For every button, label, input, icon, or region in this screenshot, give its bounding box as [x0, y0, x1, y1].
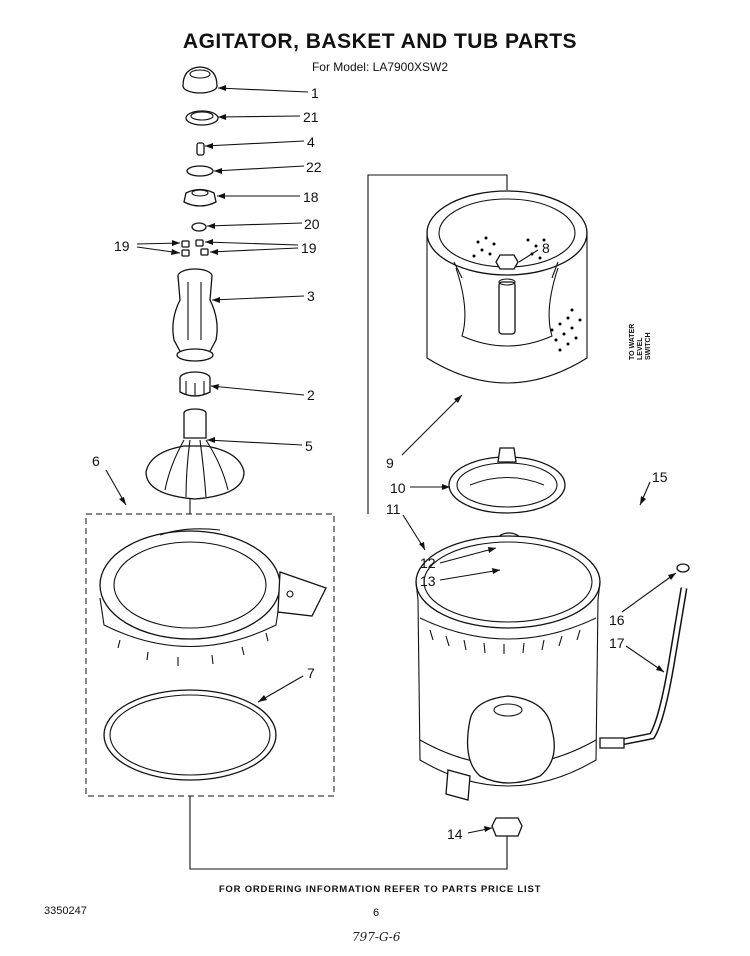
page-title: AGITATOR, BASKET AND TUB PARTS — [182, 30, 578, 53]
part-17-drain-hose[interactable] — [599, 587, 688, 749]
callout-20: 20 — [304, 216, 320, 232]
part-22-seal-ring[interactable] — [186, 165, 214, 177]
basket-connector-line — [367, 174, 508, 514]
part-14-drive-nut[interactable] — [491, 817, 523, 837]
callout-8: 8 — [542, 240, 550, 256]
callout-12: 12 — [420, 555, 436, 571]
callout-4: 4 — [307, 134, 315, 150]
part-6-tub-ring[interactable] — [99, 528, 327, 666]
callout-14: 14 — [447, 826, 463, 842]
callout-19-left: 19 — [114, 238, 130, 254]
page-number: 6 — [373, 907, 380, 919]
center-connector-line — [189, 796, 508, 870]
ordering-note: FOR ORDERING INFORMATION REFER TO PARTS … — [218, 884, 542, 895]
callout-6: 6 — [92, 453, 100, 469]
part-21-ring[interactable] — [185, 110, 219, 126]
callout-19-right: 19 — [301, 240, 317, 256]
part-5-agitator-base[interactable] — [145, 408, 245, 500]
callout-11: 11 — [386, 501, 401, 517]
callout-10: 10 — [390, 480, 406, 496]
callout-leaders — [105, 85, 677, 834]
callout-7: 7 — [307, 665, 315, 681]
callout-5: 5 — [305, 438, 313, 454]
part-11-tub[interactable] — [415, 535, 601, 801]
document-number: 3350247 — [44, 905, 87, 917]
callout-15: 15 — [652, 469, 668, 485]
part-10-hub[interactable] — [448, 447, 566, 514]
callout-17: 17 — [609, 635, 625, 651]
callout-18: 18 — [303, 189, 319, 205]
part-7-ring-seal[interactable] — [103, 689, 277, 781]
part-16-clamp[interactable] — [676, 563, 690, 573]
callout-2: 2 — [307, 387, 315, 403]
callout-22: 22 — [306, 159, 322, 175]
assembly-box-6-7 — [85, 513, 335, 797]
part-19-dogs[interactable] — [181, 239, 209, 257]
callout-13: 13 — [420, 573, 436, 589]
part-8-basket-nut[interactable] — [495, 254, 519, 270]
callout-21: 21 — [303, 109, 319, 125]
callout-1: 1 — [311, 85, 319, 101]
part-15-pressure-hose[interactable] — [624, 424, 639, 586]
callout-16: 16 — [609, 612, 625, 628]
callout-9: 9 — [386, 455, 394, 471]
part-3-agitator[interactable] — [172, 268, 218, 362]
basket-perforations — [472, 236, 582, 352]
part-20-washer[interactable] — [191, 222, 207, 232]
model-subtitle: For Model: LA7900XSW2 — [311, 60, 449, 74]
part-1-agitator-cap[interactable] — [182, 66, 218, 94]
handwritten-note: 797-G-6 — [352, 930, 401, 944]
part-18-cam[interactable] — [183, 188, 217, 207]
part-4-bolt[interactable] — [196, 142, 205, 156]
part-2-coupling[interactable] — [179, 371, 211, 397]
part-9-basket[interactable] — [426, 190, 588, 384]
callout-3: 3 — [307, 288, 315, 304]
water-level-switch-note: TO WATER LEVEL SWITCH — [629, 323, 652, 360]
